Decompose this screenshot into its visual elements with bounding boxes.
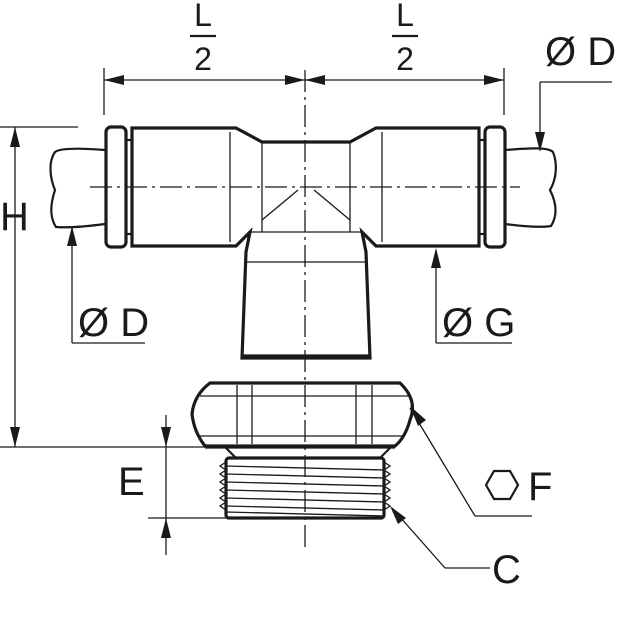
leader-thread: C — [390, 506, 521, 592]
body-diameter-label: Ø G — [442, 301, 515, 345]
hex-size-label: F — [528, 465, 552, 509]
center-lines — [90, 70, 520, 550]
right-tube — [504, 147, 557, 228]
half-length-left-numerator: L — [194, 0, 212, 33]
half-length-right-denominator: 2 — [396, 41, 414, 77]
hexagon-icon — [484, 469, 520, 501]
height-label: H — [0, 195, 29, 239]
half-length-left-denominator: 2 — [194, 41, 212, 77]
left-tube — [49, 147, 106, 229]
hex-nut — [190, 381, 414, 460]
tube-diameter-left-label: Ø D — [78, 301, 149, 345]
dimension-tube-diameter-left: Ø D — [67, 226, 149, 345]
leader-hex-size: F — [409, 406, 552, 517]
dimension-half-length: L 2 L 2 — [103, 0, 505, 115]
dimension-tube-diameter-right: Ø D — [535, 30, 616, 152]
half-length-right-numerator: L — [396, 0, 414, 33]
thread-label: C — [492, 548, 521, 592]
dimension-thread-length: E — [118, 415, 226, 555]
dimension-height: H — [0, 126, 205, 448]
thread-length-label: E — [118, 460, 145, 504]
dimension-body-diameter: Ø G — [431, 248, 515, 345]
tube-diameter-right-label: Ø D — [545, 30, 616, 74]
